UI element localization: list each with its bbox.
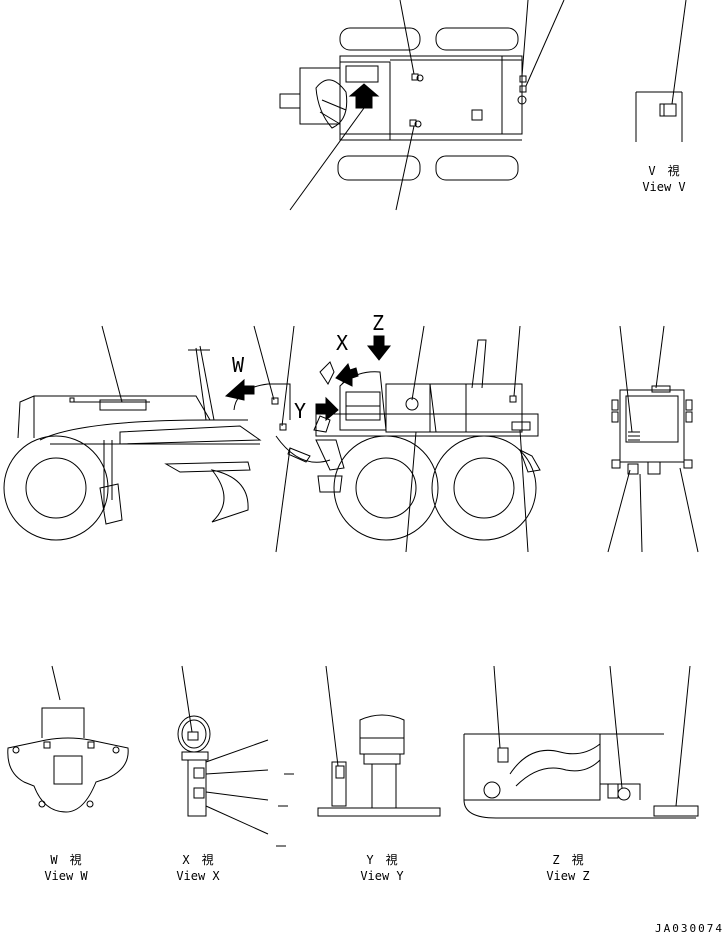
exhaust-stack <box>471 339 487 389</box>
label-plate-w <box>53 755 83 785</box>
rear-plate-center <box>647 461 661 475</box>
view-x-label-en: View X <box>176 869 220 883</box>
floor-edge-z <box>463 799 696 819</box>
view-w-arrow <box>224 378 255 401</box>
marker-z: Z <box>372 311 384 335</box>
leader-line <box>253 325 275 401</box>
rear-frame <box>315 413 539 437</box>
leader-line <box>281 325 295 427</box>
rear-plate-left <box>627 463 639 475</box>
view-z-label-en: View Z <box>546 869 589 883</box>
leader-line <box>671 0 687 105</box>
leader-line <box>521 0 529 77</box>
leader-line <box>655 325 665 389</box>
label-plate-plan <box>345 65 379 83</box>
top-view <box>279 0 565 211</box>
moldboard <box>210 469 249 523</box>
seat-back-y <box>359 714 405 755</box>
view-y-arrow <box>315 396 339 422</box>
leader-line <box>289 107 365 211</box>
leader-line <box>405 431 417 553</box>
cab-lower <box>385 383 437 433</box>
leader-line <box>325 665 339 767</box>
step-plate-z <box>653 805 699 817</box>
marker-w: W <box>232 353 245 377</box>
leader-line <box>399 0 415 75</box>
engine-hood <box>429 383 523 433</box>
view-x-label-jp: X 視 <box>182 852 213 867</box>
leader-line <box>101 325 123 403</box>
view-y-detail: Y 視 View Y <box>317 665 441 883</box>
leader-line <box>675 665 691 807</box>
marker-x: X <box>336 331 348 355</box>
leader-line <box>51 665 61 701</box>
rear-wheel-front <box>333 435 439 541</box>
floor-plate-y <box>317 807 441 817</box>
leader-line <box>607 469 631 553</box>
leader-line <box>513 325 521 397</box>
view-v-label-jp: V 視 <box>648 163 679 178</box>
rear-label-plate <box>511 421 531 431</box>
view-z-detail: Z 視 View Z <box>463 665 699 883</box>
leader-line <box>493 665 501 749</box>
label-plate-x-top <box>187 731 199 741</box>
steering-wheel-plan <box>315 79 348 129</box>
view-w-detail: W 視 View W <box>7 665 129 883</box>
leader-line <box>619 325 633 433</box>
front-wheel <box>3 435 109 541</box>
caution-plate-v <box>659 103 677 117</box>
view-x-arrow <box>335 363 359 387</box>
front-frame <box>17 395 248 439</box>
wheel-top-right <box>435 27 519 51</box>
label-plate-y <box>335 765 345 779</box>
view-x-detail: X 視 View X <box>176 665 294 883</box>
leader-line <box>525 0 565 87</box>
rear-view <box>607 325 699 553</box>
wheel-bottom-right <box>435 155 519 181</box>
rear-cab-outline <box>619 389 685 463</box>
blade-drawbar <box>164 461 251 473</box>
leader-line <box>679 467 699 553</box>
leader-line <box>275 447 291 553</box>
frame-label-plate <box>99 399 147 411</box>
leader-line <box>639 473 643 553</box>
view-y-label-jp: Y 視 <box>366 852 397 867</box>
leader-line <box>395 125 415 211</box>
marker-y: Y <box>294 399 306 423</box>
steering-column-plate <box>7 737 129 813</box>
wheel-top-left <box>339 27 421 51</box>
leader-line <box>411 325 425 401</box>
cab-outline-plan <box>339 61 391 141</box>
view-y-label-en: View Y <box>360 869 404 883</box>
view-w-label-jp: W 視 <box>50 852 81 867</box>
wheel-bottom-left <box>337 155 421 181</box>
leader-line <box>181 665 193 733</box>
leader-line <box>609 665 623 789</box>
view-z-arrow <box>366 335 392 361</box>
side-view: W X Z Y <box>3 311 541 553</box>
view-z-label-jp: Z 視 <box>552 852 583 867</box>
view-w-label-en: View W <box>44 869 88 883</box>
view-v-label-en: View V <box>642 180 685 194</box>
drawing-code: JA030074 <box>655 922 724 935</box>
view-v-direction-arrow <box>348 83 380 109</box>
view-v-detail: V 視 View V <box>635 0 687 194</box>
label-plate-z <box>497 747 509 763</box>
leader-line <box>519 429 529 553</box>
machine-frame-plan <box>279 55 523 135</box>
